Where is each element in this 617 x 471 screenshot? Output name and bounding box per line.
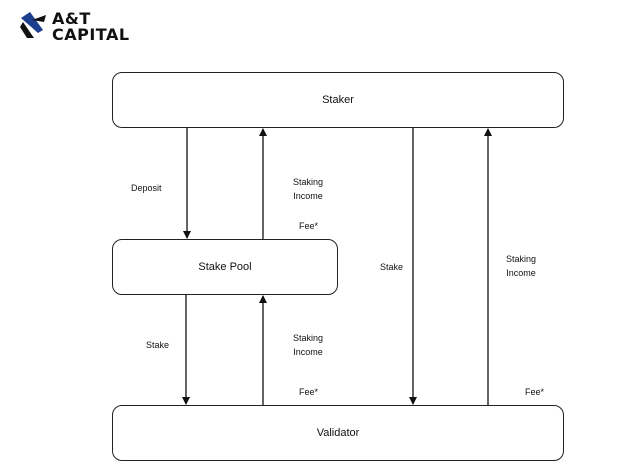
label-stake-left: Stake <box>146 340 170 350</box>
label-staking-income-mid-line1: Staking <box>293 333 324 343</box>
stake-pool-node: Stake Pool <box>112 239 338 295</box>
stake-pool-label: Stake Pool <box>198 261 252 273</box>
label-staking-income-right: Staking Income <box>506 252 536 280</box>
label-staking-income-mid-line2: Income <box>293 347 323 357</box>
label-staking-income-right-line1: Staking <box>506 254 537 264</box>
label-fee-top: Fee* <box>299 221 319 231</box>
staker-node: Staker <box>112 72 564 128</box>
logo-mark-icon <box>20 12 46 38</box>
label-staking-income-right-line2: Income <box>506 268 536 278</box>
logo-line-1: A&T <box>52 9 91 28</box>
label-staking-income-mid: Staking Income <box>293 331 323 359</box>
label-staking-income-top-line2: Income <box>293 191 323 201</box>
label-deposit: Deposit <box>131 183 162 193</box>
label-staking-income-top-line1: Staking <box>293 177 324 187</box>
label-fee-mid: Fee* <box>299 387 319 397</box>
company-logo: A&T CAPITAL <box>18 8 148 44</box>
logo-line-2: CAPITAL <box>52 25 130 44</box>
staker-label: Staker <box>322 94 354 106</box>
validator-label: Validator <box>316 427 360 439</box>
label-staking-income-top: Staking Income <box>293 175 323 203</box>
label-stake-direct: Stake <box>380 262 404 272</box>
validator-node: Validator <box>112 405 564 461</box>
label-fee-right: Fee* <box>525 387 545 397</box>
logo-wordmark: A&T CAPITAL <box>52 11 130 43</box>
